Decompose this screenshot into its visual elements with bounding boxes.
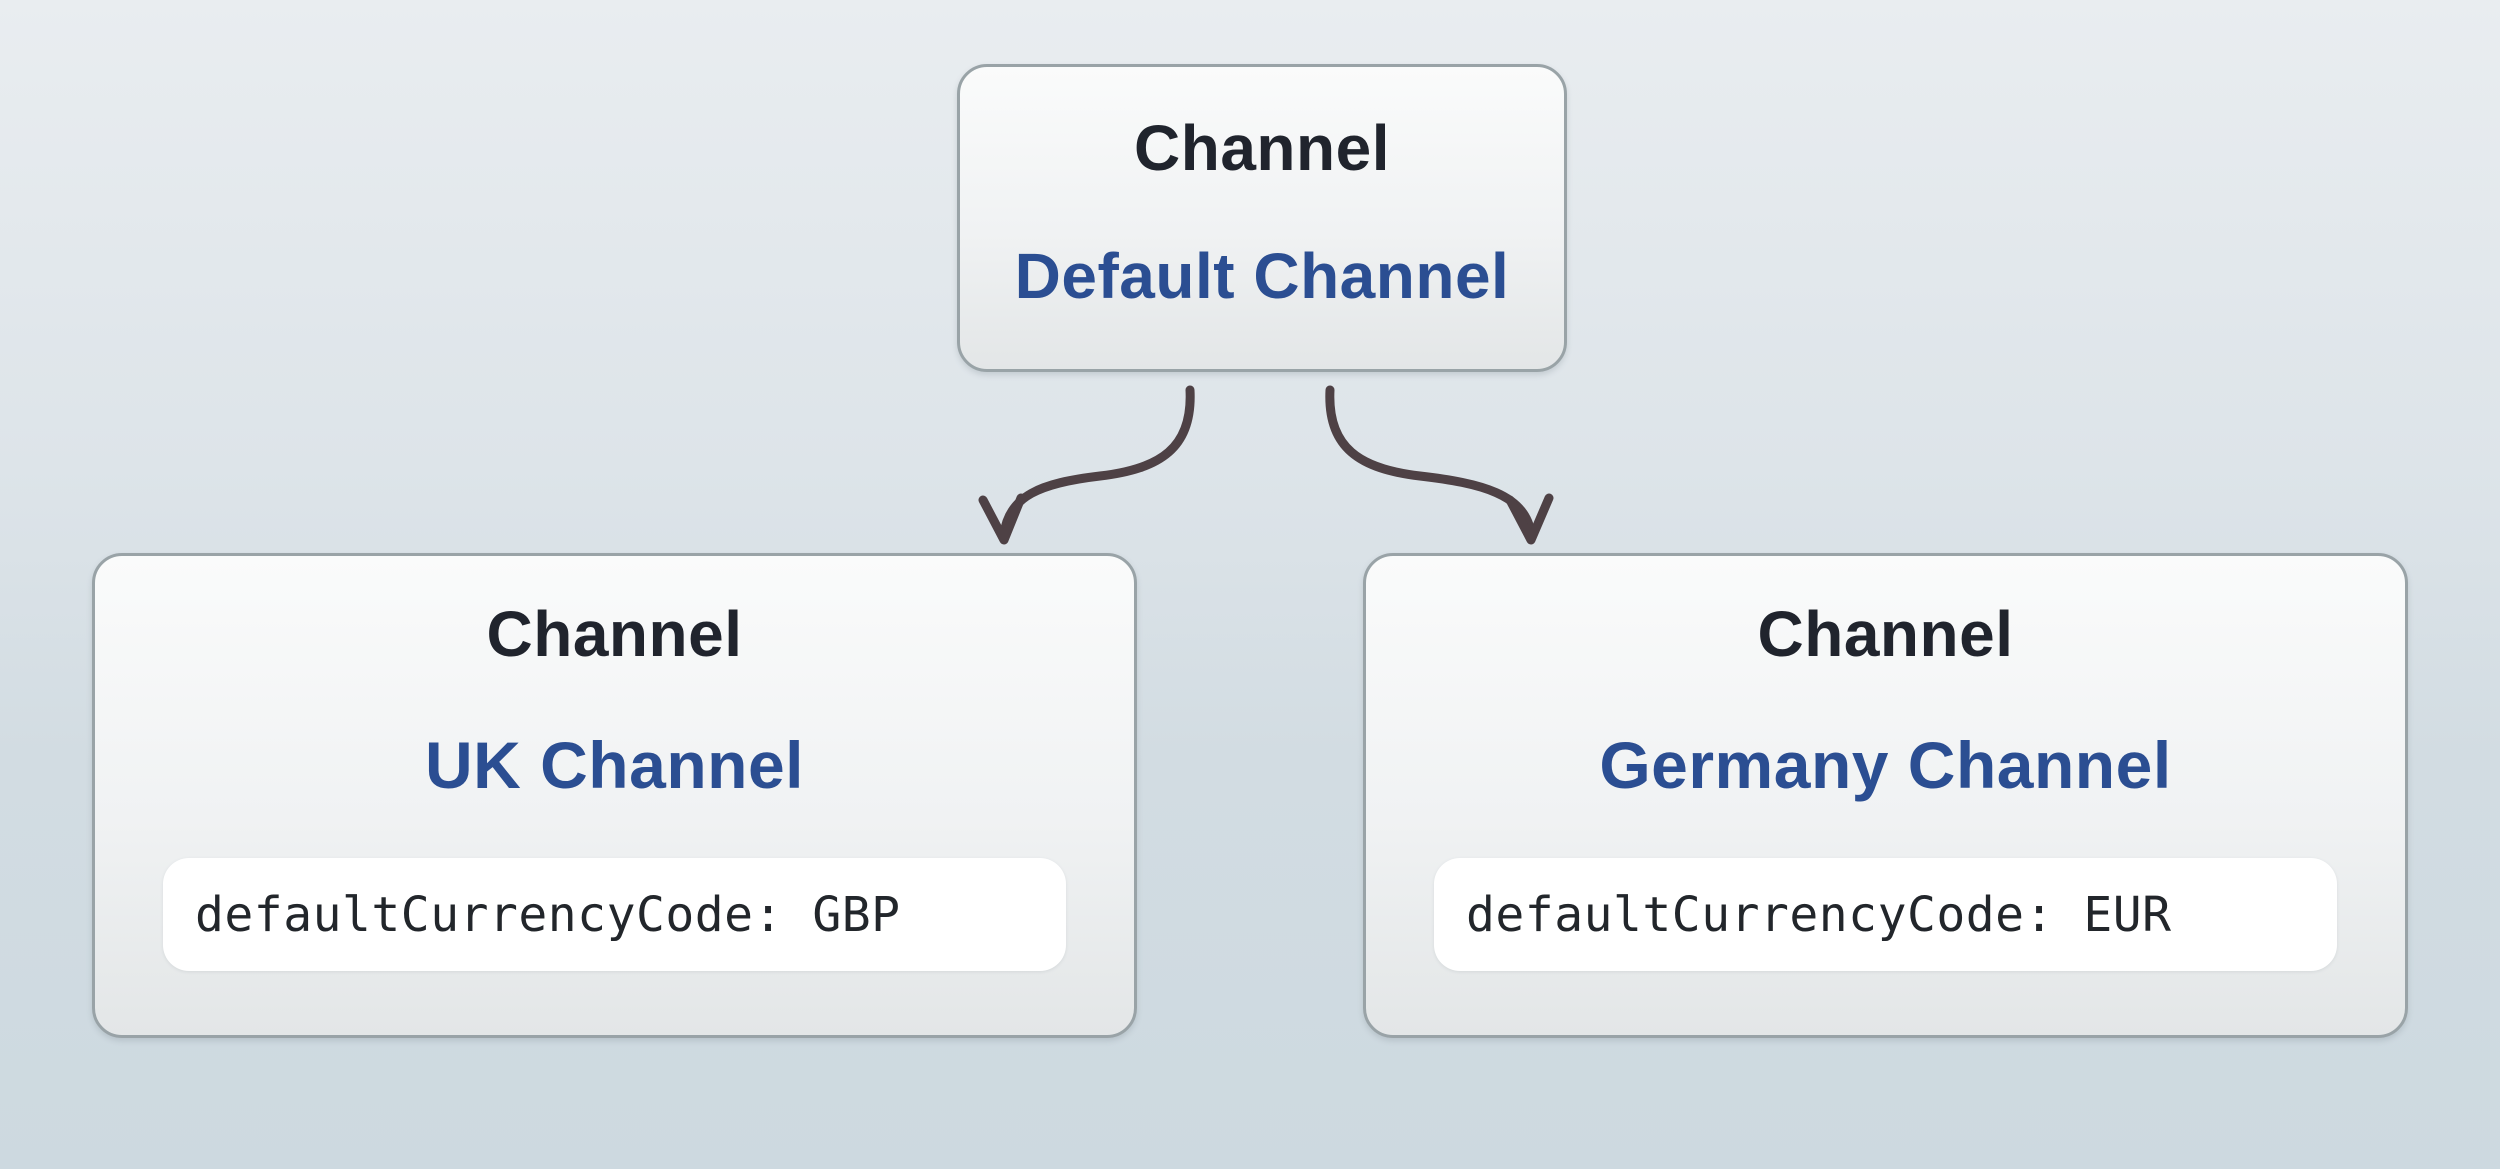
code-text: defaultCurrencyCode: EUR [1466, 886, 2172, 943]
node-uk-channel: Channel UK Channel defaultCurrencyCode: … [92, 553, 1137, 1038]
arrowhead-icon [978, 493, 1026, 545]
node-default-channel: Channel Default Channel [957, 64, 1567, 372]
node-germany-channel: Channel Germany Channel defaultCurrencyC… [1363, 553, 2408, 1038]
node-name-label: UK Channel [424, 728, 805, 802]
node-type-label: Channel [1757, 598, 2014, 670]
uk-currency-code-pill: defaultCurrencyCode: GBP [163, 858, 1066, 971]
node-type-label: Channel [486, 598, 743, 670]
arrow-curve [999, 385, 1195, 539]
node-name-label: Default Channel [1014, 240, 1510, 312]
node-name-label: Germany Channel [1599, 728, 2172, 802]
node-type-label: Channel [1134, 112, 1390, 184]
arrow-root-to-uk [978, 385, 1195, 545]
code-text: defaultCurrencyCode: GBP [195, 886, 901, 943]
germany-currency-code-pill: defaultCurrencyCode: EUR [1434, 858, 2337, 971]
arrowhead-icon [1505, 493, 1554, 545]
arrow-root-to-germany [1325, 385, 1554, 545]
arrow-curve [1325, 385, 1536, 539]
